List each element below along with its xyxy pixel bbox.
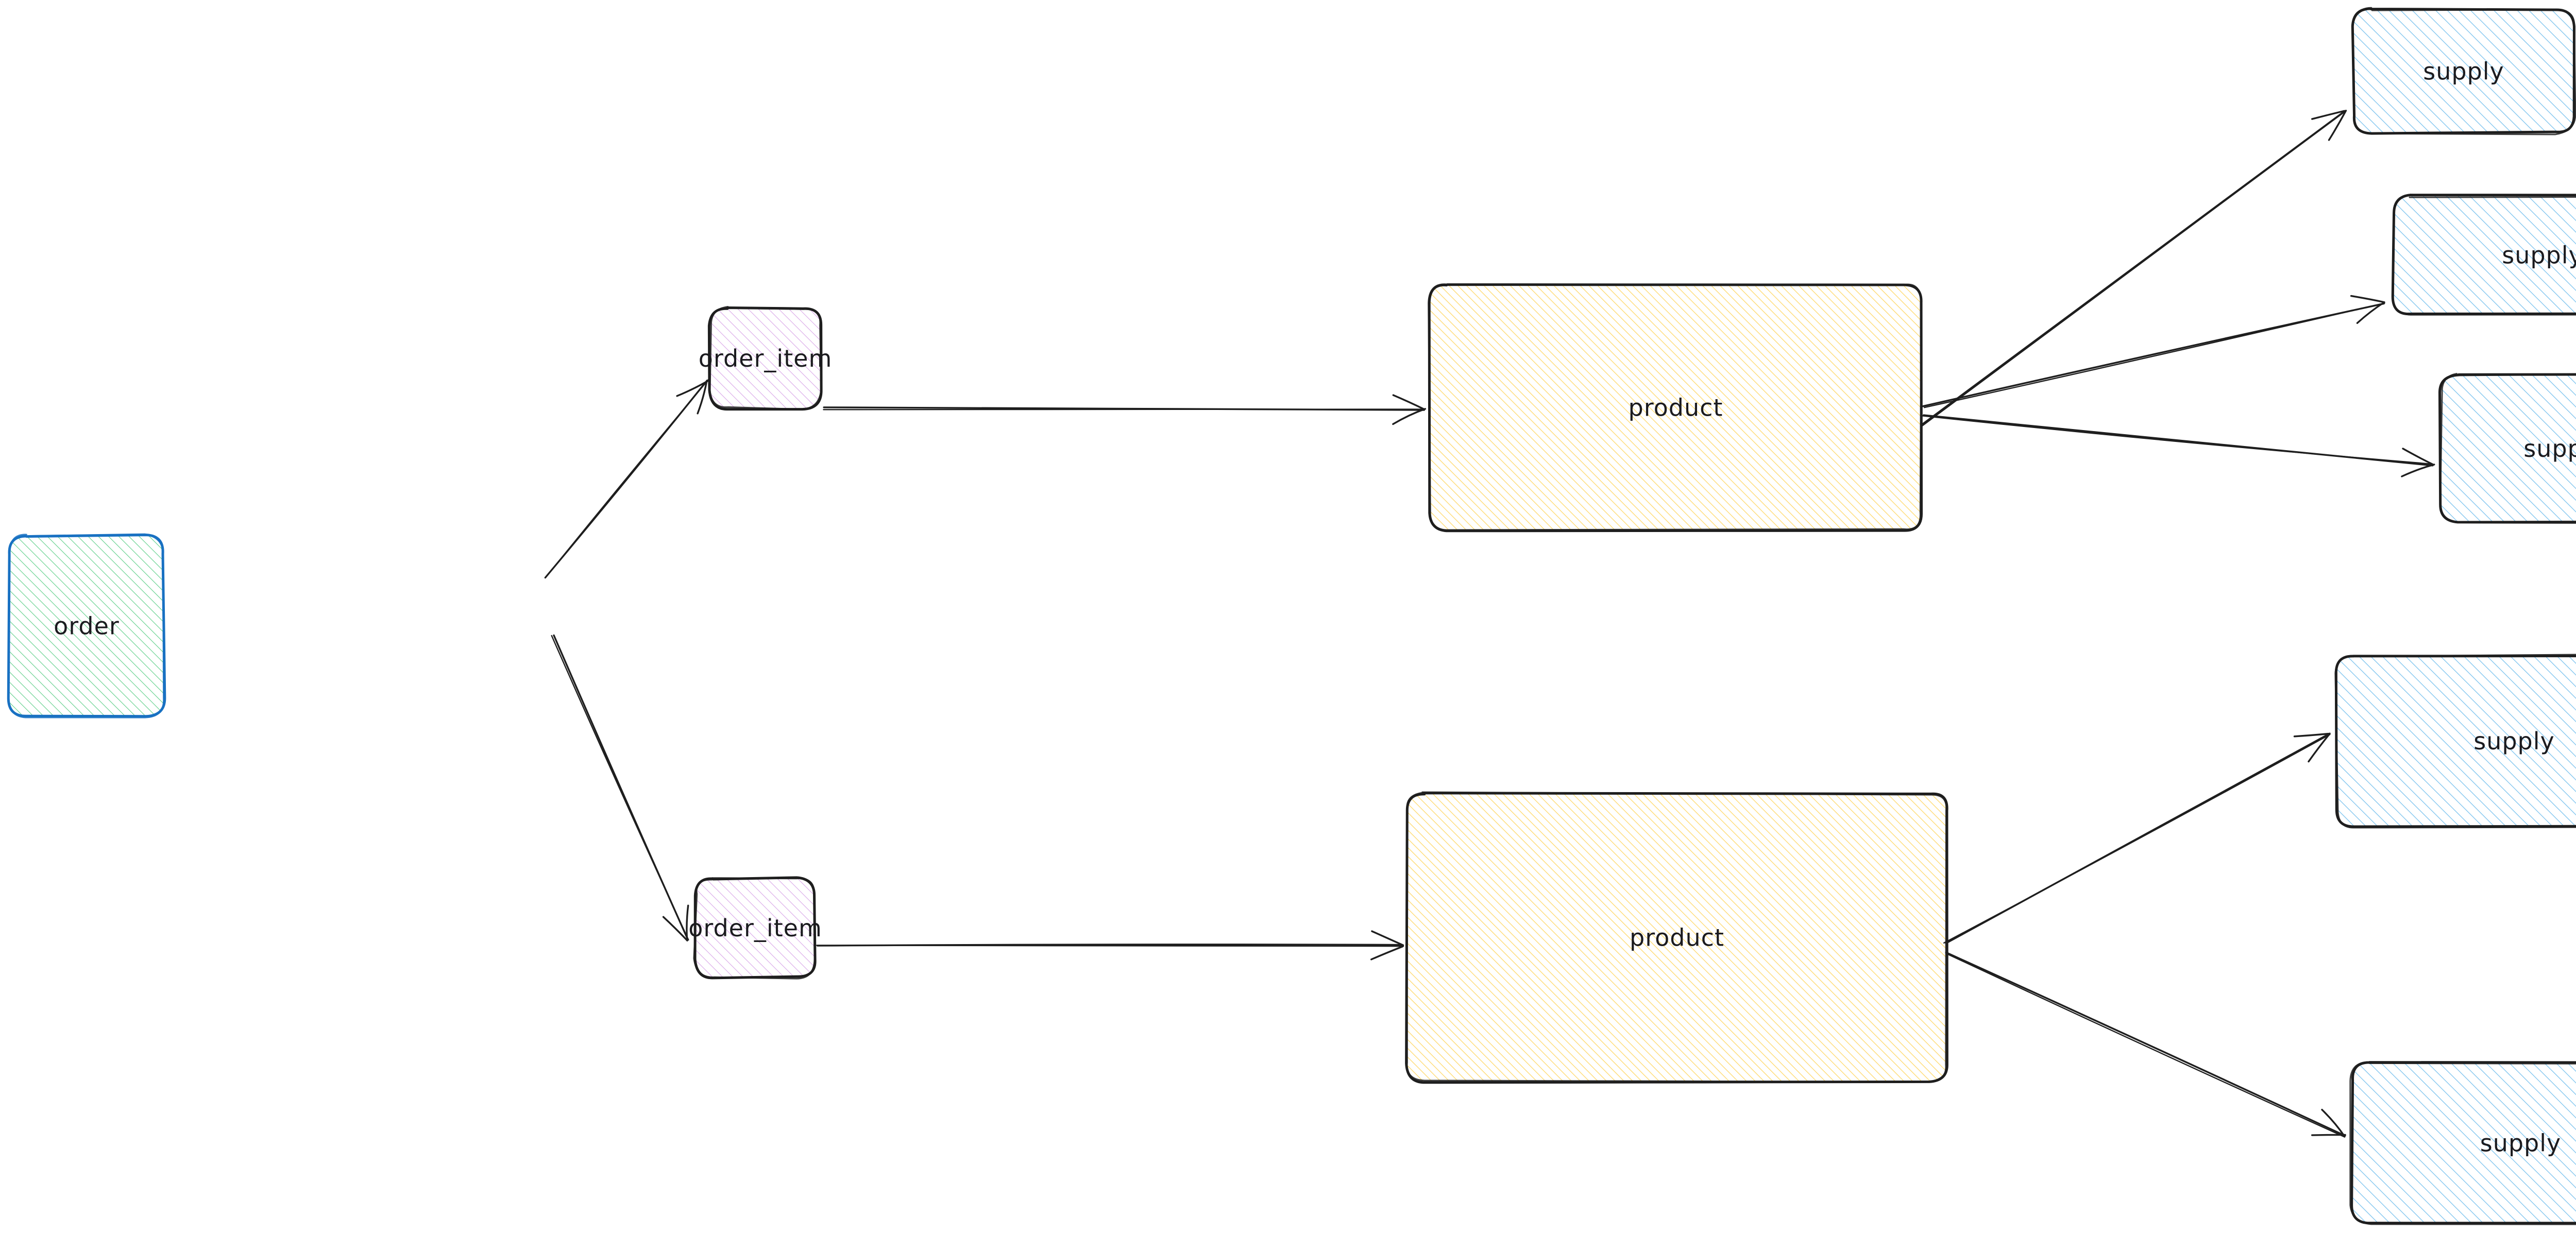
arrowhead-barb: [2311, 110, 2346, 120]
arrowhead-barb: [686, 904, 689, 941]
arrowhead-barb: [662, 916, 688, 941]
node-border-pass2-order_item_1: [709, 306, 822, 410]
arrowhead-barb: [1392, 394, 1425, 410]
node-border-pass2-supply_3: [2439, 373, 2576, 523]
node-border-supply_5: [2350, 1061, 2576, 1225]
arrowhead-barb: [1392, 408, 1426, 425]
node-label-supply_1: supply: [2423, 58, 2504, 85]
edge-product_2-to-supply_5[interactable]: [1945, 951, 2346, 1138]
node-border-pass2-supply_5: [2349, 1061, 2576, 1225]
node-label-order: order: [54, 612, 120, 640]
arrowhead-barb: [2356, 301, 2385, 324]
edge-product_2-to-supply_4[interactable]: [1943, 732, 2331, 945]
node-fill-order_item_2: [696, 877, 816, 978]
node-label-supply_4: supply: [2473, 727, 2555, 755]
node-fill-product_2: [1406, 793, 1948, 1082]
arrowhead-barb: [2328, 110, 2347, 141]
edge-product_1-to-supply_1[interactable]: [1920, 110, 2347, 427]
node-fill-supply_5: [2351, 1062, 2576, 1224]
node-label-product_2: product: [1630, 924, 1724, 952]
node-label-product_1: product: [1629, 394, 1723, 422]
node-fill-supply_1: [2353, 9, 2574, 133]
node-label-order_item_2: order_item: [688, 914, 822, 942]
node-supply_2[interactable]: supply: [2391, 194, 2576, 316]
arrowhead-barb: [2401, 464, 2435, 477]
node-label-supply_2: supply: [2502, 242, 2576, 269]
node-fill-supply_3: [2440, 374, 2576, 522]
node-product_1[interactable]: product: [1428, 283, 1923, 533]
arrowhead-barb: [2350, 295, 2384, 303]
edge-order-to-order_item_2[interactable]: [551, 634, 689, 941]
edges-layer: [544, 110, 2435, 1138]
arrowhead-barb: [697, 380, 708, 415]
node-fill-supply_4: [2336, 654, 2576, 828]
node-fill-supply_2: [2392, 196, 2576, 315]
node-border-pass2-order_item_2: [693, 877, 816, 980]
edge-order_item_1-to-product_1[interactable]: [823, 394, 1426, 425]
edge-product_1-to-supply_2[interactable]: [1922, 295, 2385, 408]
node-order_item_2[interactable]: order_item: [688, 876, 822, 980]
node-border-supply_3: [2438, 373, 2576, 524]
node-fill-order_item_1: [709, 307, 821, 408]
node-border-pass2-supply_2: [2392, 194, 2576, 316]
node-supply_4[interactable]: supply: [2334, 654, 2576, 829]
node-border-pass2-supply_4: [2334, 654, 2576, 829]
edge-product_1-to-supply_3[interactable]: [1921, 414, 2435, 477]
node-product_2[interactable]: product: [1405, 791, 1948, 1084]
node-border-pass2-product_1: [1428, 283, 1922, 531]
node-border-pass2-order: [7, 533, 165, 718]
nodes-layer: orderorder_itemorder_itemproductproducts…: [7, 7, 2576, 1225]
arrowhead-barb: [1371, 930, 1404, 946]
node-label-supply_3: supply: [2523, 435, 2576, 463]
node-label-supply_5: supply: [2480, 1129, 2562, 1157]
arrowhead-barb: [2321, 1108, 2346, 1137]
arrowhead-barb: [676, 380, 708, 397]
arrowhead-barb: [1370, 946, 1404, 961]
node-fill-product_1: [1430, 284, 1923, 531]
node-border-pass2-product_2: [1406, 791, 1947, 1083]
arrowhead-barb: [2402, 448, 2434, 466]
node-supply_3[interactable]: supply: [2438, 373, 2576, 524]
node-fill-order: [9, 535, 165, 716]
node-border-pass2-supply_1: [2352, 7, 2576, 135]
node-supply_5[interactable]: supply: [2349, 1061, 2576, 1225]
node-supply_1[interactable]: supply: [2351, 7, 2576, 135]
node-order[interactable]: order: [7, 533, 166, 718]
edge-order-to-order_item_1[interactable]: [544, 379, 709, 579]
edge-order_item_2-to-product_2[interactable]: [816, 930, 1404, 961]
node-order_item_1[interactable]: order_item: [699, 306, 833, 411]
arrowhead-barb: [2293, 732, 2330, 738]
node-label-order_item_1: order_item: [699, 345, 833, 372]
arrowhead-barb: [2308, 733, 2330, 763]
